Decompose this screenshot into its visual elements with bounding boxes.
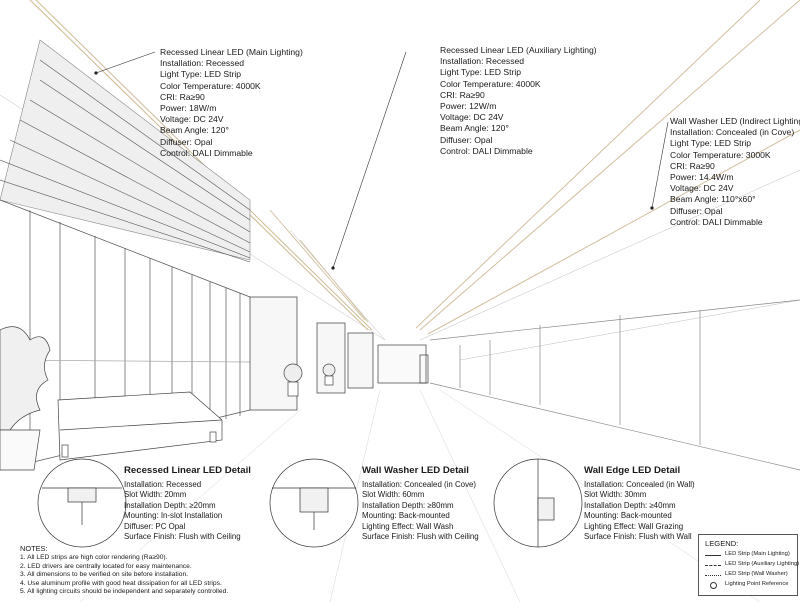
slatted-ceiling — [0, 39, 251, 263]
detail-line: Installation Depth: ≥80mm — [362, 500, 454, 510]
note-item: 4. Use aluminum profile with good heat d… — [20, 579, 222, 587]
detail-line: Diffuser: PC Opal — [124, 521, 186, 531]
callout-line: Voltage: DC 24V — [670, 183, 734, 194]
detail-spec-washer: Installation: Concealed (in Cove) Slot W… — [362, 480, 479, 542]
detail-spec-recessed: Installation: Recessed Slot Width: 20mm … — [124, 480, 241, 542]
callout-line: Beam Angle: 120° — [160, 125, 229, 136]
detail-circle-washer — [269, 458, 359, 548]
detail-circle-wall-edge — [493, 458, 583, 548]
detail-line: Slot Width: 20mm — [124, 490, 187, 500]
detail-line: Lighting Effect: Wall Grazing — [584, 521, 684, 531]
led-strip-wall-washer — [415, 0, 800, 335]
detail-line: Surface Finish: Flush with Wall — [584, 532, 692, 542]
lighting-point-icon — [710, 582, 717, 589]
callout-line: Power: 18W/m — [160, 103, 217, 114]
detail-title-recessed: Recessed Linear LED Detail — [124, 465, 251, 476]
callout-line: Diffuser: Opal — [160, 136, 213, 147]
detail-line: Slot Width: 60mm — [362, 490, 425, 500]
detail-line: Installation: Recessed — [124, 480, 202, 489]
callout-main-lighting: Recessed Linear LED (Main Lighting) Inst… — [160, 47, 303, 159]
callout-auxiliary-lighting: Recessed Linear LED (Auxiliary Lighting)… — [440, 45, 597, 157]
callout-line: Color Temperature: 4000K — [160, 80, 261, 91]
callout-line: Beam Angle: 110°x60° — [670, 194, 756, 205]
callout-line: Power: 14.4W/m — [670, 172, 734, 183]
legend-item-washer: LED Strip (Wall Washer) — [705, 571, 795, 581]
note-item: 3. All dimensions to be verified on site… — [20, 571, 189, 579]
bench — [57, 391, 223, 461]
legend-label: LED Strip (Main Lighting) — [725, 551, 790, 557]
callout-line: Color Temperature: 3000K — [670, 149, 771, 160]
callout-line: Beam Angle: 120° — [440, 123, 509, 134]
note-item: 2. LED drivers are centrally located for… — [20, 562, 192, 570]
legend-swatch-solid — [705, 555, 721, 556]
detail-line: Surface Finish: Flush with Ceiling — [362, 532, 479, 542]
note-item: 1. All LED strips are high color renderi… — [20, 554, 168, 562]
callout-line: Power: 12W/m — [440, 101, 497, 112]
callout-title: Recessed Linear LED (Auxiliary Lighting) — [440, 45, 597, 55]
callout-title: Wall Washer LED (Indirect Lighting) — [670, 116, 800, 126]
notes-title: NOTES: — [20, 544, 48, 553]
callout-points — [94, 71, 654, 270]
legend-label: LED Strip (Wall Washer) — [725, 571, 788, 577]
detail-line: Surface Finish: Flush with Ceiling — [124, 532, 241, 542]
column-left — [249, 296, 374, 411]
detail-line: Lighting Effect: Wall Wash — [362, 521, 454, 531]
callout-leaders — [95, 51, 669, 269]
callout-line: CRI: Ra≥90 — [440, 89, 485, 100]
callout-line: Diffuser: Opal — [670, 205, 723, 216]
detail-title-washer: Wall Washer LED Detail — [362, 465, 469, 476]
callout-line: Installation: Recessed — [160, 58, 245, 69]
callout-line: Installation: Concealed (in Cove) — [670, 127, 795, 138]
callout-line: Control: DALI Dimmable — [670, 216, 763, 227]
plant-large — [0, 326, 51, 471]
plant-small-1 — [283, 363, 303, 397]
detail-line: Mounting: Back-mounted — [362, 511, 450, 521]
detail-line: Slot Width: 30mm — [584, 490, 647, 500]
callout-wall-washer: Wall Washer LED (Indirect Lighting) Inst… — [670, 116, 800, 228]
callout-line: Control: DALI Dimmable — [440, 145, 533, 156]
led-strip-auxiliary — [269, 209, 369, 323]
legend-label: LED Strip (Auxiliary Lighting) — [725, 561, 800, 567]
detail-circle-recessed — [37, 458, 127, 548]
legend-label: Lighting Point Reference — [725, 581, 789, 587]
callout-line: Voltage: DC 24V — [160, 114, 224, 125]
callout-line: Installation: Recessed — [440, 56, 525, 67]
detail-line: Mounting: Back-mounted — [584, 511, 672, 521]
callout-line: CRI: Ra≥90 — [160, 91, 205, 102]
legend-item-main: LED Strip (Main Lighting) — [705, 551, 795, 561]
callout-line: Light Type: LED Strip — [160, 69, 242, 80]
detail-title-wall-edge: Wall Edge LED Detail — [584, 465, 681, 476]
plant-small-2 — [322, 363, 336, 386]
detail-line: Installation Depth: ≥40mm — [584, 500, 676, 510]
detail-line: Installation: Concealed (in Cove) — [362, 480, 477, 489]
notes-block: NOTES: 1. All LED strips are high color … — [20, 544, 229, 596]
legend-item-auxiliary: LED Strip (Auxiliary Lighting) — [705, 561, 799, 571]
detail-line: Installation: Concealed (in Wall) — [584, 480, 695, 489]
callout-line: Color Temperature: 4000K — [440, 78, 541, 89]
callout-line: Light Type: LED Strip — [440, 67, 522, 78]
legend-item-point: Lighting Point Reference — [705, 581, 795, 591]
detail-line: Installation Depth: ≥20mm — [124, 500, 216, 510]
legend-title: LEGEND: — [705, 539, 739, 548]
legend-box: LEGEND: LED Strip (Main Lighting) LED St… — [698, 534, 799, 596]
far-wall — [377, 344, 429, 384]
detail-spec-wall-edge: Installation: Concealed (in Wall) Slot W… — [584, 480, 695, 542]
callout-line: Control: DALI Dimmable — [160, 147, 253, 158]
legend-swatch-dashdot — [705, 575, 721, 576]
right-wall-panels — [429, 299, 800, 471]
legend-swatch-dashed — [705, 565, 721, 566]
callout-line: CRI: Ra≥90 — [670, 160, 715, 171]
note-item: 5. All lighting circuits should be indep… — [20, 588, 229, 596]
callout-line: Diffuser: Opal — [440, 134, 493, 145]
callout-line: Voltage: DC 24V — [440, 112, 504, 123]
callout-title: Recessed Linear LED (Main Lighting) — [160, 47, 303, 57]
callout-line: Light Type: LED Strip — [670, 138, 752, 149]
detail-line: Mounting: In-slot Installation — [124, 511, 223, 521]
